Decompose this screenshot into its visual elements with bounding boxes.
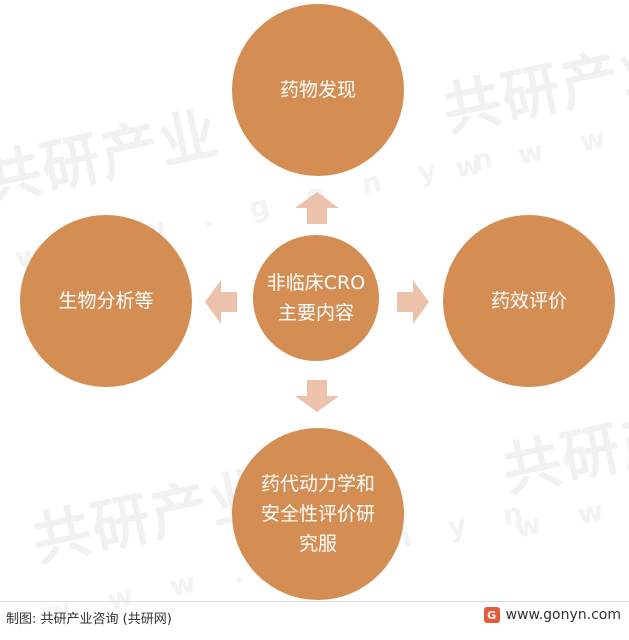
footer-website: www.gonyn.com (505, 607, 621, 623)
circle-bottom-line2: 安全性评价研 (260, 503, 375, 525)
circle-right-label: 药效评价 (490, 290, 567, 312)
circle-bottom-pk-safety: 药代动力学和 安全性评价研 究服 (232, 428, 404, 600)
footer-website-block: G www.gonyn.com (483, 607, 621, 623)
footer-divider (0, 601, 629, 602)
circle-right-efficacy: 药效评价 (443, 215, 615, 387)
footer-source: 制图: 共研产业咨询 (共研网) (6, 612, 172, 627)
watermark-brand-1: 共研产业 (0, 98, 226, 216)
circle-bottom-line1: 药代动力学和 (260, 473, 375, 495)
arrow-down (295, 380, 339, 412)
circle-top-drug-discovery: 药物发现 (232, 4, 404, 176)
circle-center-line1: 非临床CRO (266, 272, 366, 294)
watermark-url-2: w w w . g o n y n (452, 48, 629, 185)
arrow-up (295, 192, 339, 224)
circle-left-label: 生物分析等 (58, 290, 154, 312)
arrow-right (397, 280, 429, 324)
watermark-url-4: w w w . g o n y n (512, 408, 629, 545)
gonyn-logo-icon: G (483, 607, 500, 623)
circle-top-label: 药物发现 (279, 79, 356, 101)
circle-center-line2: 主要内容 (277, 302, 354, 324)
circle-bottom-line3: 究服 (298, 533, 337, 555)
watermark-brand-2: 共研产业 (436, 28, 629, 146)
circle-left-bioanalysis: 生物分析等 (20, 215, 192, 387)
watermark-brand-4: 共研产业 (496, 388, 629, 506)
circle-center-main: 非临床CRO 主要内容 (250, 232, 382, 364)
arrow-left (205, 280, 237, 324)
